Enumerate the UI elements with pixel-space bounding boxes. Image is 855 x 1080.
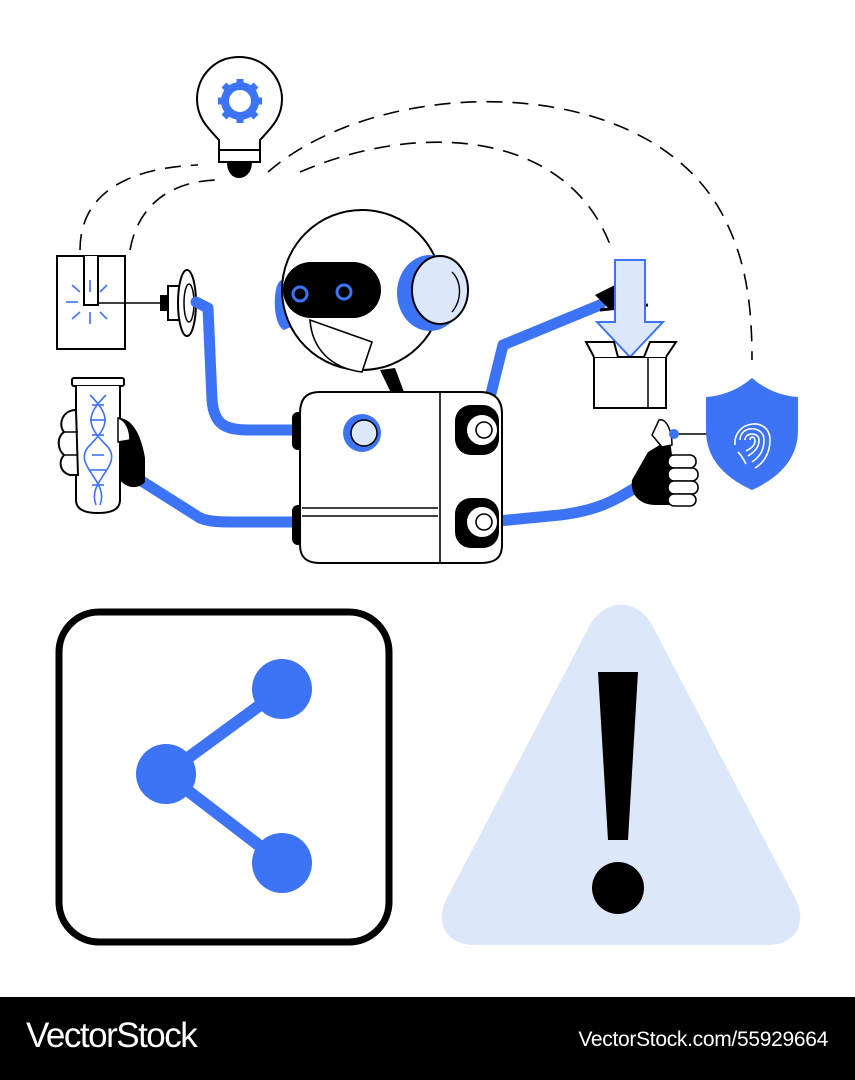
- gear-icon: [218, 79, 262, 123]
- left-hand: [57, 408, 145, 488]
- fingerprint-shield-icon: [631, 378, 798, 507]
- robot-illustration: [55, 55, 801, 946]
- lightbulb-gear-icon: [195, 55, 284, 178]
- share-icon[interactable]: [55, 608, 393, 946]
- dashed-arcs: [79, 100, 753, 361]
- footer-bar: VectorStock VectorStock.com/55929664: [0, 997, 855, 1080]
- right-joints: [455, 405, 499, 548]
- brand-logo-text: VectorStock: [26, 1016, 198, 1055]
- robot-head: [274, 209, 469, 395]
- laser-device-icon: [56, 255, 197, 350]
- robot-body: [292, 391, 503, 564]
- download-box-icon: [584, 259, 678, 409]
- dna-test-tube-icon: [57, 377, 145, 515]
- robot-arms: [134, 296, 646, 528]
- stock-id-text: VectorStock.com/55929664: [578, 1028, 828, 1051]
- warning-triangle-icon: [441, 604, 801, 945]
